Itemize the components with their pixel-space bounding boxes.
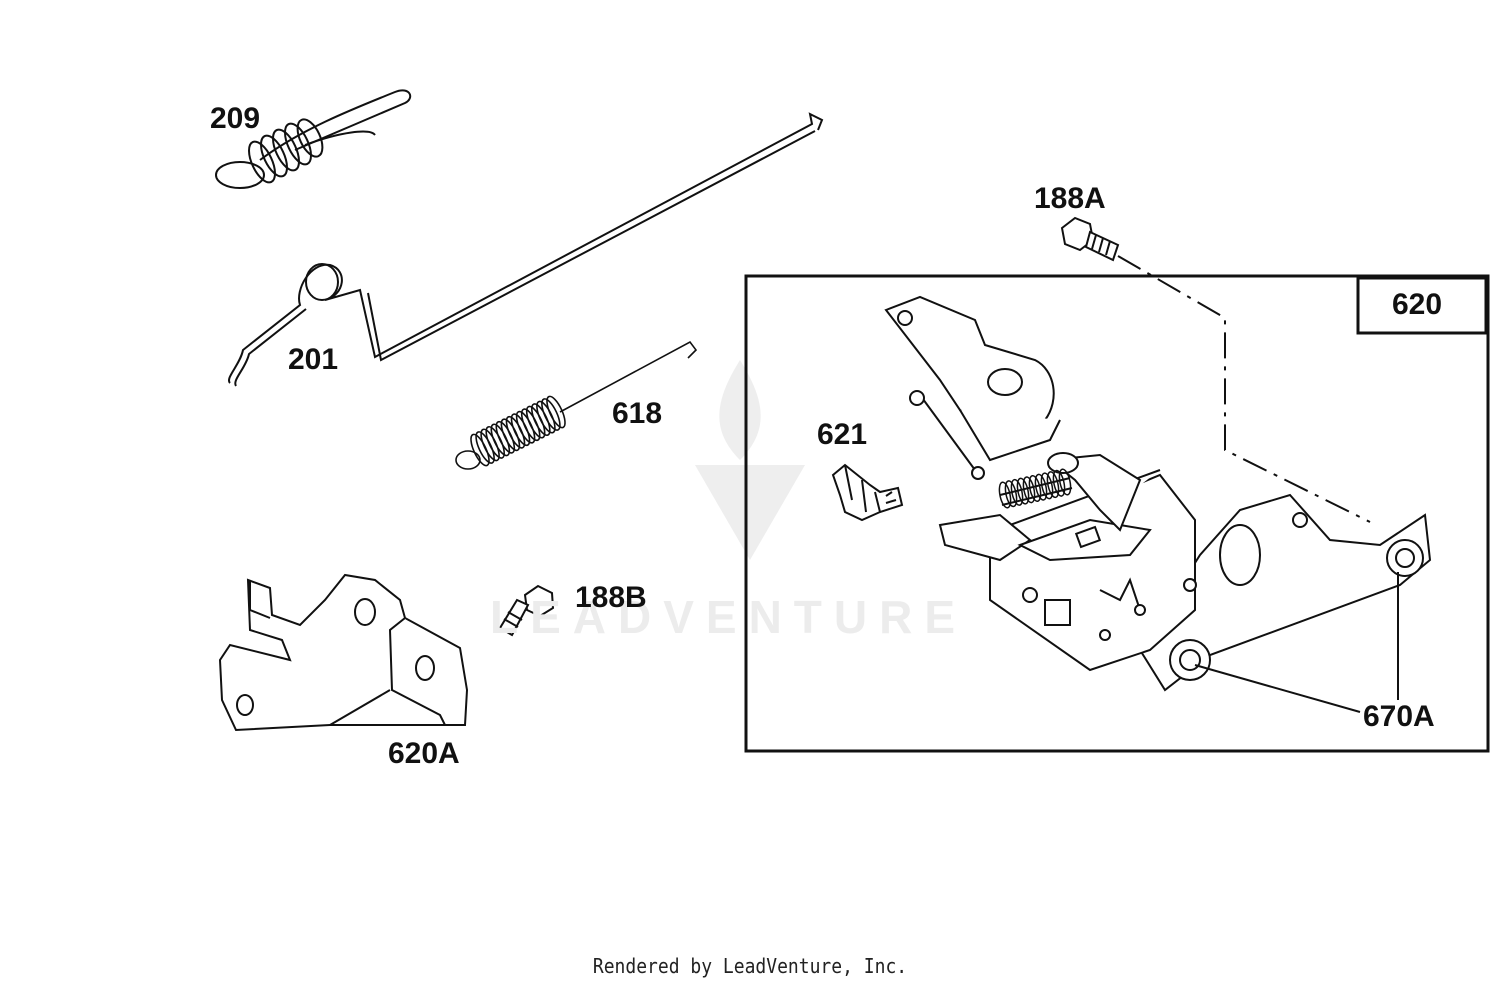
label-part-670A: 670A [1363, 700, 1435, 733]
spring-coil [1033, 473, 1048, 501]
label-part-188A: 188A [1034, 182, 1106, 215]
leaders-670A [1195, 572, 1398, 712]
part-188A-bolt [1062, 218, 1118, 260]
spring-coil [1003, 480, 1018, 508]
part-188B-bolt [500, 586, 553, 635]
assembly-620-tag-box [1358, 278, 1486, 333]
spring-coil [1027, 475, 1042, 503]
label-part-620A: 620A [388, 737, 460, 770]
label-part-621: 621 [817, 418, 868, 451]
watermark-text: LEADVENTURE [490, 591, 968, 643]
spring-coil [997, 481, 1012, 509]
label-part-620: 620 [1392, 288, 1443, 321]
spring-coil [1015, 477, 1030, 505]
part-620-control-bracket [886, 297, 1430, 690]
spring-coil [1021, 476, 1036, 504]
leader-188A [1118, 256, 1370, 522]
part-620-bracket-spring [997, 468, 1072, 509]
watermark-logo [695, 360, 805, 560]
assembly-620-box [746, 276, 1488, 751]
label-part-188B: 188B [575, 581, 647, 614]
spring-coil [1039, 472, 1054, 500]
spring-coil [1045, 471, 1060, 499]
label-part-201: 201 [288, 343, 339, 376]
part-621-clip [833, 465, 902, 520]
spring-coil [543, 394, 568, 430]
spring-coil [1051, 470, 1066, 498]
footer-credit: Rendered by LeadVenture, Inc. [592, 954, 908, 978]
label-part-209: 209 [210, 102, 261, 135]
part-618-governor-spring [456, 342, 696, 469]
spring-coil [538, 397, 563, 433]
part-209-spring-clip [216, 90, 410, 188]
label-part-618: 618 [612, 397, 663, 430]
part-620A-plate [220, 575, 467, 730]
part-201-link-rod [229, 114, 822, 386]
spring-coil [1009, 479, 1024, 507]
spring-coil [1057, 468, 1072, 496]
